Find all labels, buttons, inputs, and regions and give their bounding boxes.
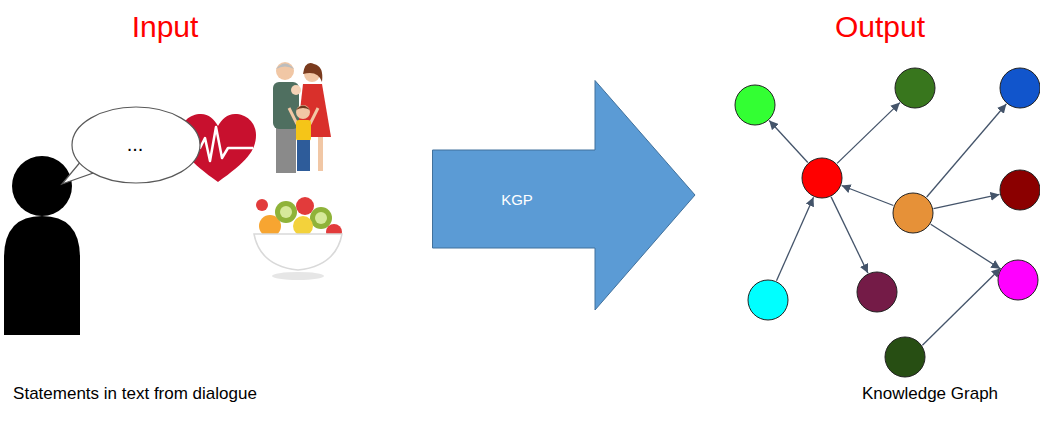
grandma-hair — [303, 63, 322, 82]
node-outline — [432, 80, 696, 312]
fruit — [310, 207, 332, 229]
bowl-shadow — [272, 272, 324, 280]
fruit — [275, 201, 297, 223]
child-hair — [296, 106, 310, 111]
grandpa-hair — [276, 64, 294, 70]
bowl — [254, 234, 342, 270]
column-heading: Input — [65, 10, 265, 45]
graph-vertex — [885, 337, 925, 377]
graph-vertex — [1000, 68, 1040, 108]
graph-vertex — [735, 85, 775, 125]
graph-edge — [931, 224, 1001, 268]
graph-vertex — [895, 68, 935, 108]
family-illustration — [273, 62, 331, 173]
arrow-outline — [433, 81, 696, 311]
fruit-bowl — [254, 197, 342, 280]
fruit — [296, 197, 314, 215]
graph-edge — [927, 104, 1007, 197]
caption-text: Statements in text from dialogue — [0, 384, 270, 404]
grandpa-head — [276, 62, 294, 80]
process-arrow: KGP — [432, 80, 696, 312]
bubble-outline — [72, 107, 200, 183]
person-body — [4, 216, 80, 335]
fruit — [293, 216, 313, 236]
fruit — [256, 199, 268, 211]
child-arm — [310, 108, 318, 124]
child-shirt — [296, 120, 311, 141]
graph-edge — [777, 197, 814, 281]
child-trousers — [297, 140, 310, 171]
speech-bubble: ... — [60, 104, 202, 186]
person-head — [12, 156, 72, 216]
graph-edges — [769, 103, 1006, 346]
column-heading: Output — [780, 10, 980, 45]
child-arm — [289, 108, 297, 124]
graph-vertex — [857, 272, 897, 312]
graph-vertex — [748, 280, 788, 320]
graph-vertex — [998, 260, 1038, 300]
fruit — [280, 206, 292, 218]
grandma-leg — [318, 137, 323, 171]
caption-text: Knowledge Graph — [830, 384, 1030, 404]
baby-head — [291, 85, 301, 95]
graph-vertex — [802, 158, 842, 198]
graph-edge — [769, 121, 808, 163]
node-text: KGP — [432, 150, 602, 248]
graph-edge — [922, 268, 1000, 345]
person-silhouette — [4, 156, 80, 335]
graph-vertex — [1000, 170, 1040, 210]
child-head — [296, 105, 310, 119]
graph-edge — [837, 103, 900, 164]
grandpa-legs — [276, 127, 296, 173]
graph-vertices — [735, 68, 1040, 377]
node-text: ... — [71, 106, 199, 182]
fruit — [315, 212, 327, 224]
graph-edge — [934, 194, 1000, 208]
graph-vertex — [893, 193, 933, 233]
graph-edge — [831, 197, 868, 273]
graph-edge — [842, 186, 894, 206]
